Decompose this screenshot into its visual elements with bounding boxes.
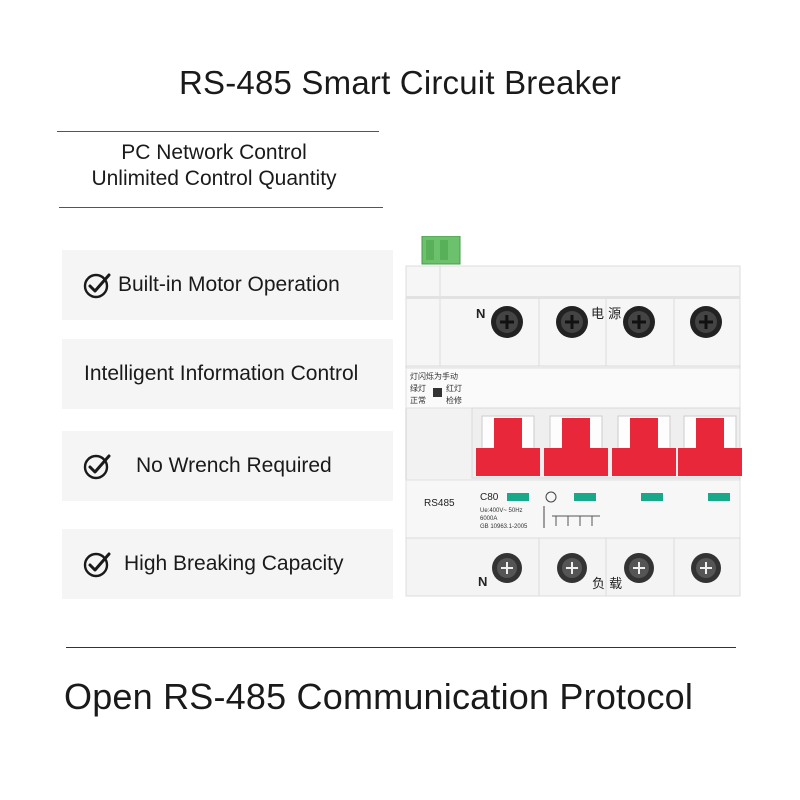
spec-line-1: Ue:400V~ 50Hz [480,508,523,514]
divider-bottom [66,647,736,648]
feature-item-breaking: High Breaking Capacity [62,529,393,599]
bottom-screw-3 [624,553,654,583]
indicator-text-2: 绿灯 [410,383,426,393]
feature-label: Intelligent Information Control [84,362,359,385]
indicator-text-5: 检修 [446,395,462,405]
handle-2 [544,415,608,476]
divider-mid [59,207,383,208]
spec-line-3: GB 10963.1-2005 [480,524,528,530]
feature-item-info: Intelligent Information Control [62,339,393,409]
top-n-label: N [476,306,485,321]
feature-item-motor: Built-in Motor Operation [62,250,393,320]
check-circle-icon [83,273,111,299]
handle-3 [612,415,676,476]
circuit-breaker-image: N 电 源 灯闪烁为手动 绿灯 红灯 正常 检修 RS485 C80 Ue:40… [405,236,742,597]
bottom-n-label: N [478,574,487,589]
bottom-cn-label: 负 载 [592,577,622,592]
model-label: RS485 [424,498,455,509]
bottom-screw-1 [492,553,522,583]
top-screw-2 [556,306,588,338]
indicator-text-4: 正常 [410,396,426,405]
feature-label: Built-in Motor Operation [118,273,340,296]
top-screw-3 [623,306,655,338]
bottom-screw-2 [557,553,587,583]
indicator-led [433,388,442,397]
feature-label: High Breaking Capacity [124,552,344,575]
status-led-1 [507,493,529,501]
rating-label: C80 [480,492,499,503]
subtitle-line-1: PC Network Control [121,141,307,164]
check-circle-icon [83,552,111,578]
subtitle-line-2: Unlimited Control Quantity [91,167,337,190]
page-title: RS-485 Smart Circuit Breaker [178,64,622,101]
status-led-4 [708,493,730,501]
check-circle-icon [83,454,111,480]
indicator-text-1: 灯闪烁为手动 [410,371,458,381]
top-cn-label: 电 源 [591,307,621,322]
top-screw-1 [491,306,523,338]
divider-top [57,131,379,132]
indicator-text-3: 红灯 [446,383,462,393]
footer-tagline: Open RS-485 Communication Protocol [64,676,694,717]
handle-1 [476,415,540,476]
feature-item-wrench: No Wrench Required [62,431,393,501]
bottom-screw-4 [691,553,721,583]
status-led-3 [641,493,663,501]
top-screw-4 [690,306,722,338]
status-led-2 [574,493,596,501]
feature-label: No Wrench Required [136,454,332,477]
handle-4 [678,415,742,476]
spec-line-2: 6000A [480,516,497,522]
